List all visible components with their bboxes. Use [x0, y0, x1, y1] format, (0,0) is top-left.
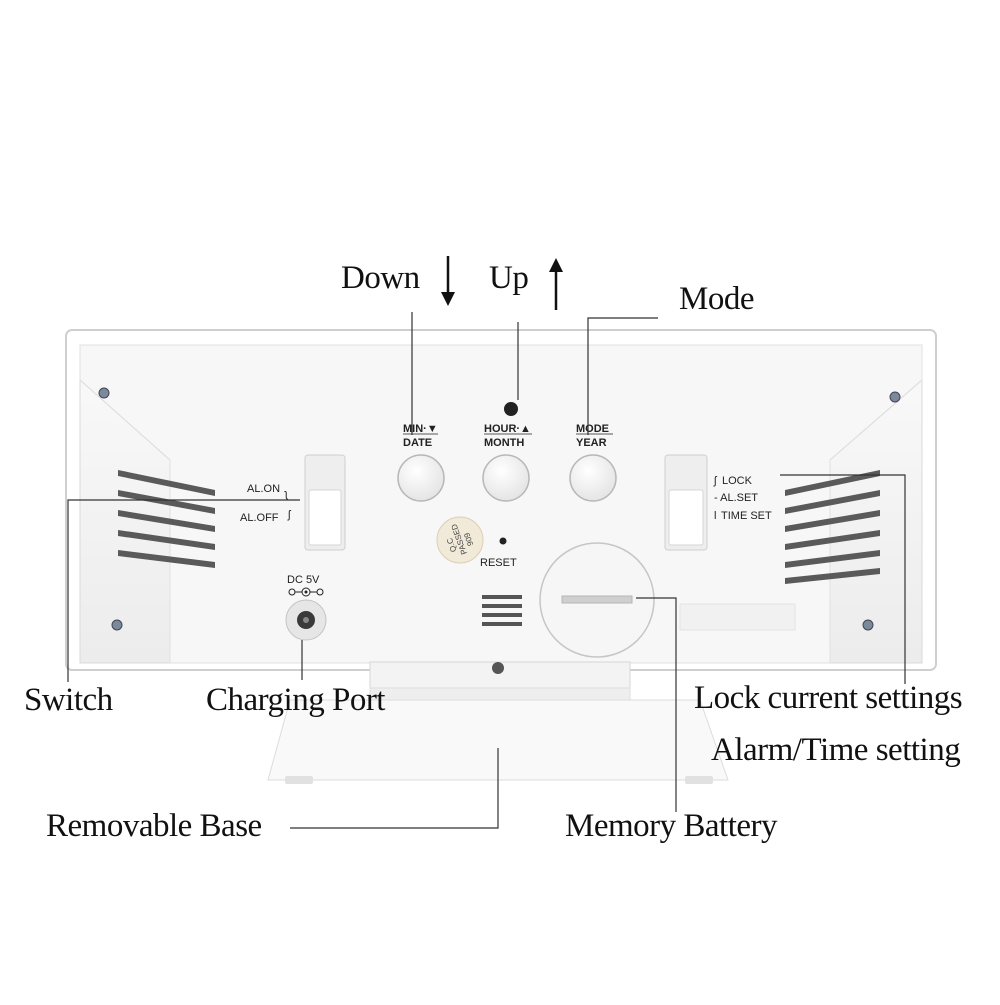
mode-switch[interactable]	[664, 454, 708, 551]
label-plate	[679, 603, 796, 631]
mode-button[interactable]	[569, 454, 617, 502]
removable-base-callout: Removable Base	[46, 808, 262, 844]
dc-polarity-icon	[288, 587, 324, 597]
button-label-mode: MODE	[576, 423, 609, 435]
mode-callout: Mode	[679, 281, 755, 317]
button-label-hour: HOUR·▲	[484, 423, 531, 435]
al-on-label: AL.ON	[247, 483, 280, 495]
button-label-date: DATE	[403, 437, 432, 449]
clock-body	[65, 329, 937, 671]
lock-label: LOCK	[722, 475, 753, 487]
qc-sticker: Q.C PASSED 909	[436, 516, 484, 564]
charging-port[interactable]	[285, 599, 327, 641]
time-set-label: TIME SET	[721, 510, 772, 522]
button-label-month: MONTH	[484, 437, 524, 449]
speaker-grille-left	[118, 470, 215, 568]
battery-cover[interactable]	[539, 542, 655, 658]
dc-label: DC 5V	[287, 574, 320, 586]
svg-text:909: 909	[462, 531, 475, 547]
screw-icons	[98, 387, 901, 631]
alarm-time-callout: Alarm/Time setting	[711, 732, 961, 768]
reset-label: RESET	[480, 557, 517, 569]
alarm-switch[interactable]	[304, 454, 346, 551]
up-callout: Up	[489, 260, 529, 296]
down-callout: Down	[341, 260, 420, 296]
lock-settings-callout: Lock current settings	[694, 680, 963, 716]
removable-base[interactable]	[267, 661, 729, 784]
bracket-glyph: ʅ	[284, 488, 289, 500]
bracket-glyph: l	[714, 510, 716, 522]
bracket-glyph: ʃ	[713, 475, 718, 487]
bottom-vent	[482, 595, 522, 626]
down-button[interactable]	[397, 454, 445, 502]
switch-callout: Switch	[24, 682, 113, 718]
hanging-hole	[504, 402, 518, 416]
arrow-down-icon	[441, 256, 455, 306]
speaker-grille-right	[785, 470, 880, 584]
memory-battery-callout: Memory Battery	[565, 808, 778, 844]
button-label-min: MIN·▼	[403, 423, 438, 435]
arrow-up-icon	[549, 258, 563, 310]
button-label-year: YEAR	[576, 437, 607, 449]
charging-port-callout: Charging Port	[206, 682, 385, 718]
bracket-glyph: ʃ	[287, 509, 292, 521]
up-button[interactable]	[482, 454, 530, 502]
al-set-label: - AL.SET	[714, 492, 758, 504]
reset-pinhole[interactable]	[499, 537, 507, 545]
al-off-label: AL.OFF	[240, 512, 279, 524]
leader-lines	[67, 312, 906, 829]
